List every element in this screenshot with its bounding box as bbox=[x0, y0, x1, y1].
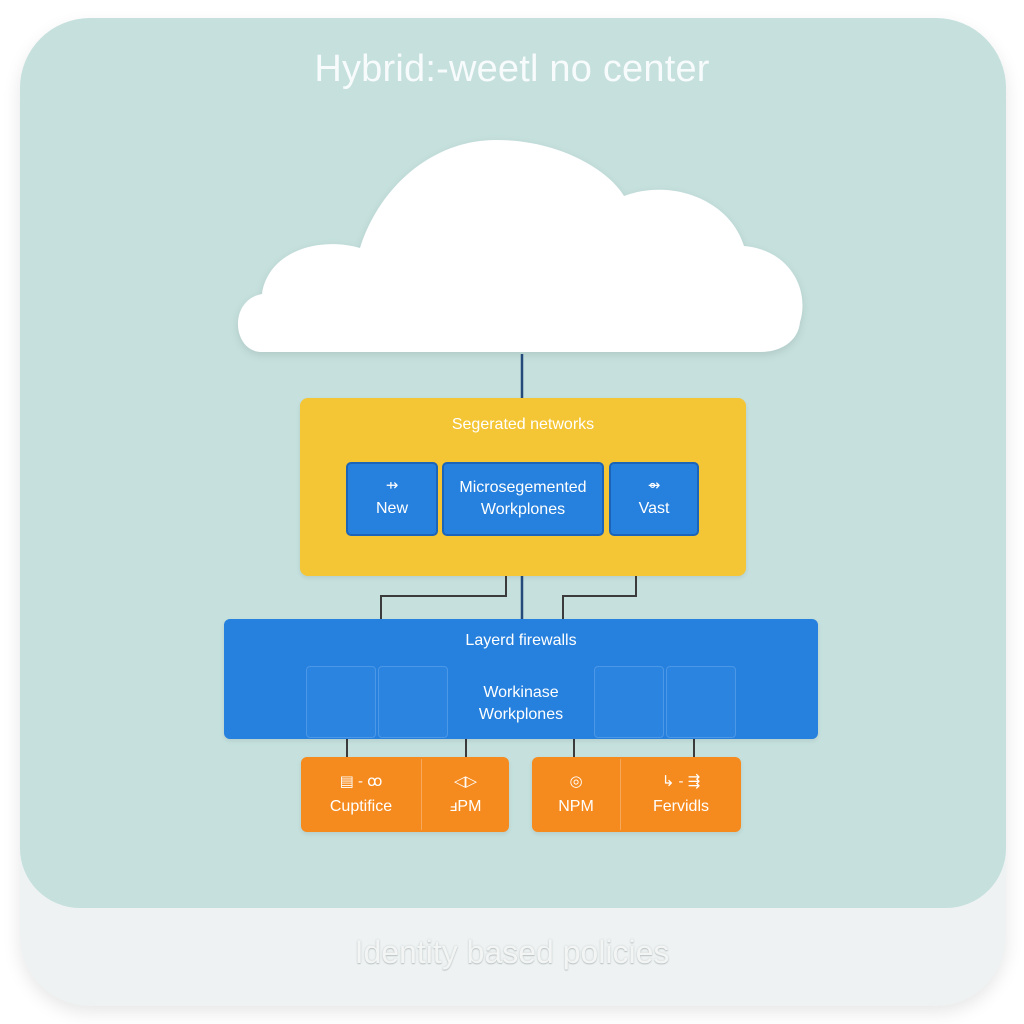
forward-icon: ↳ - ⇶ bbox=[661, 772, 701, 790]
node-microsegmented-label: Microsegemented Workplones bbox=[459, 479, 587, 518]
service-npm-label: NPM bbox=[558, 797, 594, 815]
service-fervidls[interactable]: ↳ - ⇶ Fervidls bbox=[621, 757, 741, 832]
firewall-cell[interactable] bbox=[306, 666, 376, 738]
service-lpm[interactable]: ◁▷ ⅎPM bbox=[422, 757, 509, 832]
services-group-right bbox=[532, 757, 741, 832]
firewall-cell[interactable] bbox=[666, 666, 736, 738]
service-lpm-label: ⅎPM bbox=[449, 797, 482, 815]
service-fervidls-label: Fervidls bbox=[652, 797, 709, 815]
layered-firewalls-label: Layerd firewalls bbox=[465, 632, 577, 649]
redirect-icon: ⇴ bbox=[647, 477, 661, 494]
firewall-cell[interactable] bbox=[594, 666, 664, 738]
code-icon: ◁▷ bbox=[453, 772, 478, 790]
workload-label: Workinase Workplones bbox=[478, 684, 564, 723]
service-cuptifice-label: Cuptifice bbox=[329, 797, 393, 815]
firewall-cell[interactable] bbox=[378, 666, 448, 738]
service-npm[interactable]: ◎ NPM bbox=[532, 757, 620, 832]
route-icon: ⇸ bbox=[385, 477, 399, 494]
cloud-icon bbox=[237, 140, 803, 352]
services-group-left bbox=[301, 757, 509, 832]
node-new-label: New bbox=[375, 500, 408, 517]
services-divider bbox=[620, 759, 621, 830]
gauge-icon: ◎ bbox=[569, 772, 583, 790]
service-cuptifice[interactable]: ▤ - ꝏ Cuptifice bbox=[301, 757, 421, 832]
services-divider bbox=[421, 759, 422, 830]
diagram-title: Hybrid:-weetl no center bbox=[314, 48, 710, 90]
node-vast[interactable]: ⇴ Vast bbox=[609, 462, 699, 536]
node-microsegmented[interactable]: Microsegemented Workplones bbox=[442, 462, 604, 536]
footer-caption: Identity based policies bbox=[354, 934, 670, 970]
document-icon: ▤ - ꝏ bbox=[339, 772, 383, 790]
segmented-networks-label: Segerated networks bbox=[451, 416, 595, 433]
node-vast-label: Vast bbox=[638, 500, 670, 517]
node-new[interactable]: ⇸ New bbox=[346, 462, 438, 536]
